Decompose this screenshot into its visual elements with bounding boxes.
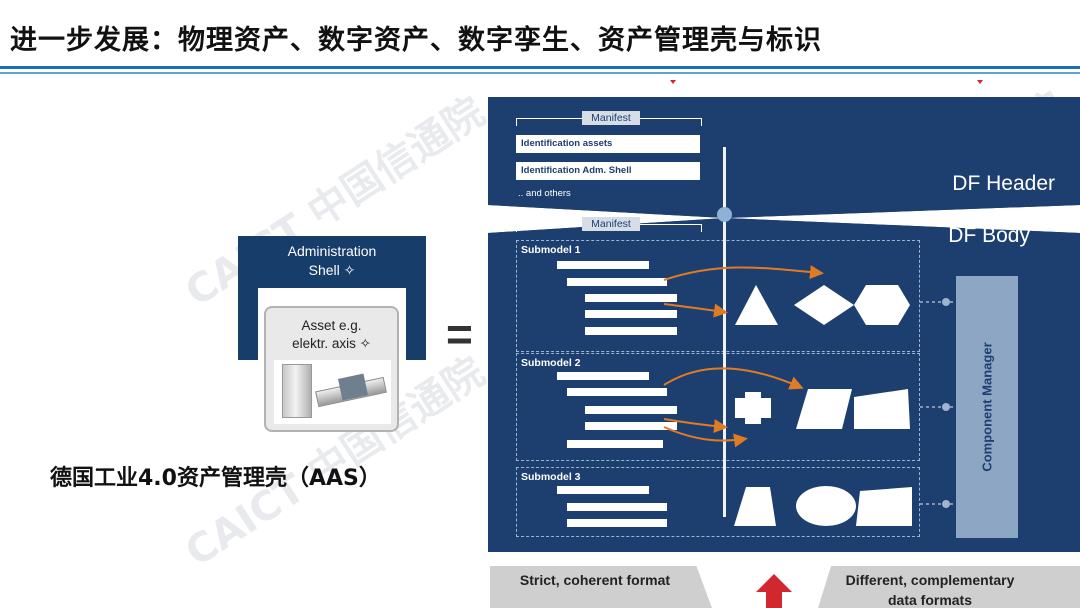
pentagon-shape (854, 389, 910, 429)
submodel-title: Submodel 1 (521, 244, 581, 256)
divider-line (723, 147, 726, 517)
asset-box: Asset e.g. elektr. axis ✧ (264, 306, 399, 432)
cross-shape (735, 392, 771, 424)
equals-sign: = (446, 308, 473, 360)
manifest-label: Manifest (582, 111, 640, 125)
hexagon-shape (854, 285, 910, 325)
circle-shape (796, 486, 856, 526)
mapping-arrow (663, 367, 804, 390)
triangle-shape (735, 285, 778, 325)
submodel-2: Submodel 2 (516, 353, 920, 461)
diamond-shape (794, 285, 854, 325)
manifest-label: Manifest (582, 217, 640, 231)
mapping-arrow (663, 265, 824, 281)
junction-dot (717, 207, 732, 222)
slide-title: 进一步发展：物理资产、数字资产、数字孪生、资产管理壳与标识 (10, 25, 822, 56)
format-panel-left (490, 566, 712, 608)
identification-shell: Identification Adm. Shell (516, 162, 700, 180)
component-manager-box (956, 276, 1018, 538)
manifest-bracket: Manifest (516, 111, 702, 127)
shell-label: Administration Shell ✧ (287, 243, 377, 278)
quadrilateral-shape (856, 487, 912, 526)
df-diagram: Manifest Identification assets Identific… (488, 97, 1080, 552)
mapping-arrow (663, 418, 728, 434)
aas-caption: 德国工业4.0资产管理壳（AAS） (50, 466, 381, 491)
different-formats-label: Different, complementary data formats (845, 572, 1015, 608)
submodel-3: Submodel 3 (516, 467, 920, 537)
marker-icon (670, 80, 676, 84)
shapes-layer (663, 265, 956, 526)
submodel-title: Submodel 3 (521, 471, 581, 483)
others-label: .. and others (518, 188, 571, 199)
component-manager-label: Component Manager (979, 342, 995, 472)
format-panel-right (818, 566, 1080, 608)
parallelogram-shape (796, 389, 852, 429)
df-body-label: DF Body (948, 224, 1030, 247)
identification-assets: Identification assets (516, 135, 700, 153)
title-rule-secondary (0, 72, 1080, 74)
up-arrow-icon (756, 574, 792, 608)
strict-format-label: Strict, coherent format (519, 572, 671, 588)
submodel-1: Submodel 1 (516, 240, 920, 352)
title-rule (0, 66, 1080, 69)
mapping-arrow (663, 426, 748, 448)
submodel-title: Submodel 2 (521, 357, 581, 369)
asset-label: Asset e.g. elektr. axis ✧ (292, 318, 371, 351)
marker-icon (977, 80, 983, 84)
mapping-arrow (663, 303, 728, 318)
axis-device-image (274, 360, 391, 424)
trapezoid-shape (734, 487, 776, 526)
manifest-bracket: Manifest (516, 217, 702, 233)
df-header-label: DF Header (952, 172, 1055, 195)
